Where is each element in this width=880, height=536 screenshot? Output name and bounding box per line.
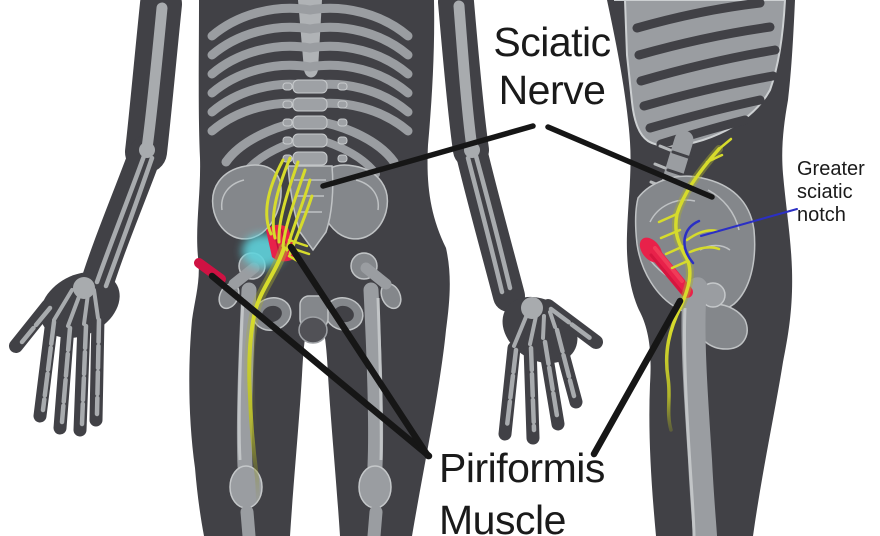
side-ribcage — [614, 0, 787, 149]
piriformis-muscle-label: Piriformis Muscle — [439, 445, 605, 536]
lumbar-spine — [282, 79, 348, 166]
annotation-lines — [208, 123, 798, 460]
arm-bones — [19, 0, 593, 433]
front-view-figure — [9, 0, 603, 536]
pelvic-outline-detail — [298, 316, 328, 344]
sciatic-notch-bracket — [683, 219, 701, 265]
annotation-line-sciatic-left — [320, 123, 536, 189]
annotation-line-notch — [700, 208, 798, 237]
annotation-line-sciatic-right — [545, 124, 715, 200]
sciatic-nerve-path-side — [657, 137, 733, 432]
sciatic-nerve-path-front — [244, 156, 314, 514]
annotation-line-piriformis-side — [590, 297, 684, 458]
side-femur — [681, 290, 717, 536]
sciatic-nerve-label: Sciatic Nerve — [493, 19, 611, 113]
greater-sciatic-notch-label: Greater sciatic notch — [797, 158, 865, 226]
piriformis-muscle-side — [639, 237, 693, 298]
annotation-line-piriformis-trochanter — [208, 272, 433, 460]
annotation-line-piriformis-front — [287, 243, 432, 460]
side-view-figure — [607, 0, 795, 536]
